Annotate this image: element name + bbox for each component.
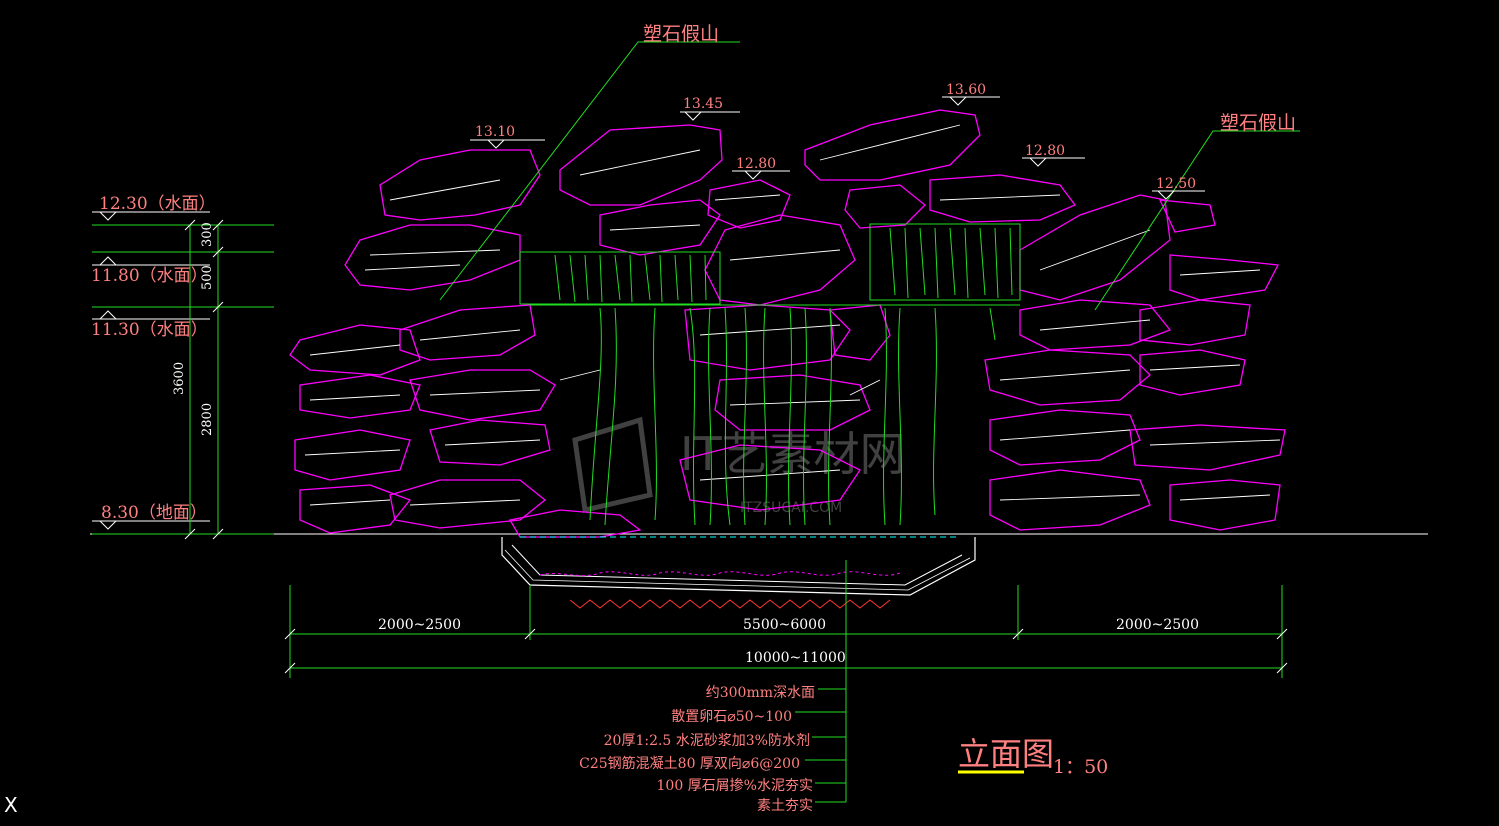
- layer-1: 约300mm深水面: [706, 685, 815, 701]
- watermark-sub: ITZSUCAI.COM: [740, 500, 842, 516]
- waterfall-upper-right: [869, 223, 1021, 301]
- dim-2800: 2800: [200, 403, 215, 436]
- leader-lines: [439, 41, 1300, 311]
- corner-marker: X: [4, 793, 18, 817]
- dim-middle: 5500~6000: [743, 617, 826, 633]
- level-water-11-80: 11.80（水面）: [91, 266, 208, 286]
- elev-12-80b: 12.80: [1025, 143, 1065, 159]
- dim-3600: 3600: [172, 362, 187, 395]
- rock-mass-center: [508, 109, 1077, 538]
- layer-2: 散置卵石⌀50~100: [671, 709, 792, 725]
- rock-mass-right: [984, 194, 1286, 531]
- elev-13-60: 13.60: [946, 82, 986, 98]
- layer-3: 20厚1:2.5 水泥砂浆加3%防水剂: [604, 733, 810, 749]
- level-lines: [92, 211, 274, 535]
- vertical-dimensions: [184, 219, 224, 540]
- dim-left: 2000~2500: [378, 617, 461, 633]
- layer-6: 素土夯实: [757, 798, 813, 814]
- dim-500: 500: [200, 265, 215, 290]
- layer-5: 100 厚石屑掺%水泥夯实: [657, 777, 813, 794]
- elev-13-45: 13.45: [683, 96, 723, 112]
- waterfall-upper-left: [519, 251, 721, 305]
- level-ground-8-30: 8.30（地面）: [101, 503, 207, 523]
- level-water-12-30: 12.30（水面）: [99, 194, 216, 214]
- horizontal-dimensions: [284, 585, 1288, 678]
- elevation-markers: [470, 96, 1205, 200]
- rock-mass-left: [289, 124, 723, 534]
- elev-12-80a: 12.80: [736, 156, 776, 172]
- level-water-11-30: 11.30（水面）: [91, 320, 208, 340]
- dim-right: 2000~2500: [1116, 617, 1199, 633]
- rock-label-right: 塑石假山: [1220, 112, 1296, 134]
- drawing-title: 立面图: [958, 735, 1054, 773]
- layer-4: C25钢筋混凝土80 厚双向⌀6@200: [579, 755, 800, 772]
- drawing-scale: 1：50: [1053, 756, 1108, 778]
- elev-12-50: 12.50: [1156, 176, 1196, 192]
- rock-label-left: 塑石假山: [643, 23, 719, 45]
- pool-section: [501, 536, 976, 609]
- waterfall-main: [530, 304, 1020, 526]
- watermark-main: IT艺素材网: [680, 427, 906, 481]
- elev-13-10: 13.10: [475, 124, 515, 140]
- dim-300: 300: [200, 222, 215, 247]
- dim-total: 10000~11000: [745, 650, 846, 666]
- layer-leader: [795, 560, 847, 803]
